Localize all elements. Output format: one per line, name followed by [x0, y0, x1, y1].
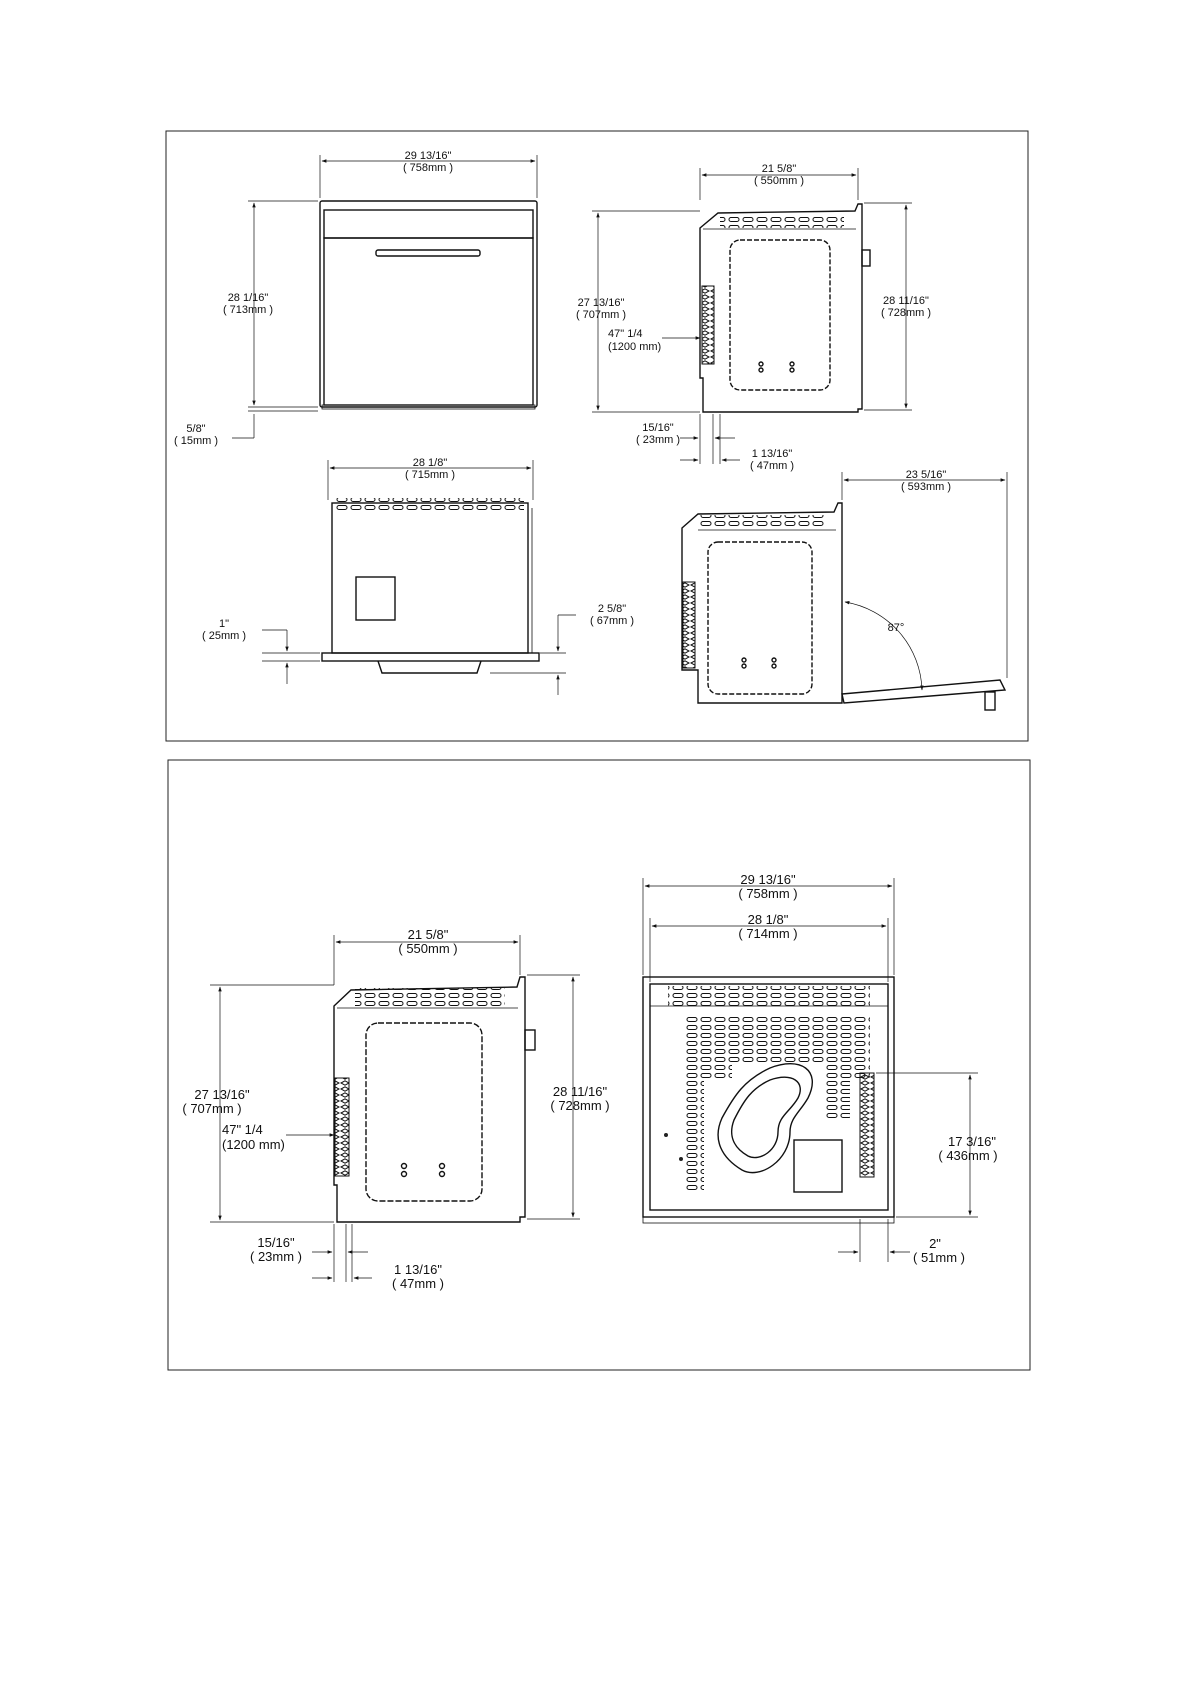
front-bottom-mm: ( 15mm ) [174, 435, 218, 447]
rear-access-plate [793, 1139, 843, 1193]
top-front-frame [321, 652, 540, 662]
rear-vent-rows [684, 1016, 870, 1190]
top-access-plate [355, 576, 396, 621]
open-door [841, 679, 1007, 704]
side2-knob [524, 1029, 536, 1051]
side2-overall-in: 28 11/16" [553, 1084, 608, 1099]
door-handle [375, 249, 481, 257]
door-open-view: 87° 23 5/16" ( 593mm ) [681, 469, 1008, 711]
panel-1-frame [165, 130, 1029, 742]
side1-overall-in: 28 11/16" [883, 295, 929, 307]
front-width-in: 29 13/16" [405, 150, 452, 162]
rear-fan-duct-outer [717, 1063, 813, 1174]
side1-offset1-mm: ( 23mm ) [636, 434, 680, 446]
front-outline [319, 200, 538, 408]
side1-cable-mm: (1200 mm) [608, 341, 661, 353]
side1-cable-in: 47" 1/4 [608, 328, 643, 340]
rear-fan-duct-inner [730, 1076, 801, 1159]
side2-cavity [365, 1022, 483, 1202]
rear-offset-mm: ( 51mm ) [913, 1250, 965, 1265]
rear-cable-coil [859, 1072, 875, 1178]
top-handle [377, 660, 482, 674]
side-cable-coil [701, 285, 715, 365]
side2-offset2-in: 1 13/16" [394, 1262, 442, 1277]
rear-outline [642, 976, 895, 1218]
front-height-in: 28 1/16" [228, 292, 269, 304]
side1-offset1-in: 15/16" [642, 422, 674, 434]
side2-depth-in: 21 5/8" [408, 927, 449, 942]
front-width-mm: ( 758mm ) [403, 162, 453, 174]
side2-cable-in: 47" 1/4 [222, 1122, 263, 1137]
front-height-mm: ( 713mm ) [223, 304, 273, 316]
rear-height-mm: ( 436mm ) [938, 1148, 997, 1163]
rear-inner-in: 28 1/8" [748, 912, 789, 927]
top-width-in: 28 1/8" [413, 457, 448, 469]
side1-offset2-in: 1 13/16" [752, 448, 793, 460]
side-view-1: 21 5/8" ( 550mm ) 27 13/16" ( 707mm ) 28… [576, 163, 931, 472]
rear-top-vents [668, 986, 870, 1006]
side-cavity [729, 239, 831, 391]
rear-inner [649, 983, 889, 1211]
top-left-mm: ( 25mm ) [202, 630, 246, 642]
rear-height-in: 17 3/16" [948, 1134, 996, 1149]
top-width-mm: ( 715mm ) [405, 469, 455, 481]
door-open-depth-in: 23 5/16" [906, 469, 947, 481]
side-knob [861, 249, 871, 267]
top-right-in: 2 5/8" [598, 603, 626, 615]
side1-depth-in: 21 5/8" [762, 163, 797, 175]
top-body [331, 502, 529, 654]
top-view: 28 1/8" ( 715mm ) 1" ( 25mm ) 2 5/8" ( 6… [202, 457, 634, 695]
side-body [699, 203, 863, 413]
door-glass [323, 237, 534, 406]
side2-offset1-in: 15/16" [257, 1235, 295, 1250]
side2-offset2-mm: ( 47mm ) [392, 1276, 444, 1291]
door-open-angle: 87° [888, 622, 905, 634]
door-open-cavity [707, 541, 813, 695]
open-door-handle [984, 691, 996, 711]
side-view-2: 21 5/8" ( 550mm ) 27 13/16" ( 707mm ) 28… [182, 927, 609, 1291]
door-open-body [681, 502, 843, 704]
side2-overall-mm: ( 728mm ) [550, 1098, 609, 1113]
top-left-in: 1" [219, 618, 229, 630]
door-open-cable-coil [682, 581, 696, 669]
side2-offset1-mm: ( 23mm ) [250, 1249, 302, 1264]
control-panel [323, 209, 534, 239]
side-top-vents [720, 214, 844, 228]
top-right-mm: ( 67mm ) [590, 615, 634, 627]
side1-offset2-mm: ( 47mm ) [750, 460, 794, 472]
side1-height-mm: ( 707mm ) [576, 309, 626, 321]
side2-cable-mm: (1200 mm) [222, 1137, 285, 1152]
side1-overall-mm: ( 728mm ) [881, 307, 931, 319]
side2-height-in: 27 13/16" [194, 1087, 250, 1102]
front-base [321, 404, 536, 410]
side2-height-mm: ( 707mm ) [182, 1101, 241, 1116]
door-open-depth-mm: ( 593mm ) [901, 481, 951, 493]
side2-top-vents [355, 988, 505, 1006]
side2-body [333, 976, 526, 1223]
side2-depth-mm: ( 550mm ) [398, 941, 457, 956]
rear-offset-in: 2" [929, 1236, 941, 1251]
rear-inner-mm: ( 714mm ) [738, 926, 797, 941]
side2-cable-coil [334, 1077, 350, 1177]
panel-2-frame [167, 759, 1031, 1371]
side1-height-in: 27 13/16" [578, 297, 625, 309]
front-view: 29 13/16" ( 758mm ) 28 1/16" ( 713mm ) 5… [174, 150, 538, 447]
rear-base [642, 1216, 895, 1224]
door-open-top-vents [700, 515, 824, 529]
side1-depth-mm: ( 550mm ) [754, 175, 804, 187]
top-vents [336, 498, 524, 512]
rear-view: 29 13/16" ( 758mm ) 28 1/8" ( 714mm ) 17… [642, 872, 998, 1265]
rear-outer-mm: ( 758mm ) [738, 886, 797, 901]
front-bottom-in: 5/8" [186, 423, 205, 435]
rear-outer-in: 29 13/16" [740, 872, 796, 887]
